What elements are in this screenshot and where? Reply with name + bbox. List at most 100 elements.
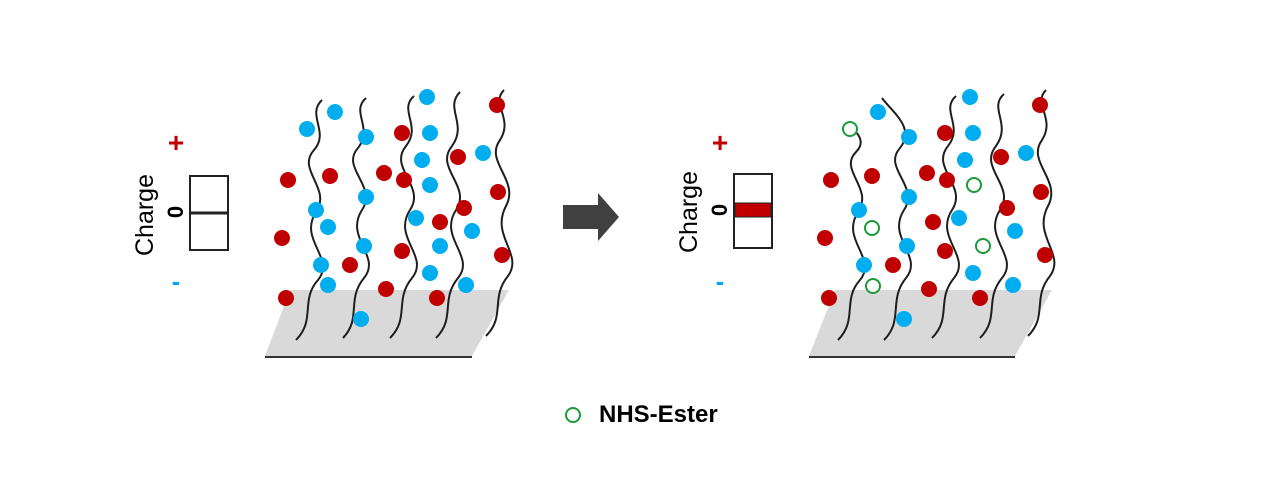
negative-charge-dot xyxy=(962,89,978,105)
negative-charge-dot xyxy=(1005,277,1021,293)
positive-charge-dot xyxy=(378,281,394,297)
positive-charge-dot xyxy=(394,243,410,259)
positive-charge-dot xyxy=(342,257,358,273)
zero-label: 0 xyxy=(163,206,188,218)
negative-charge-dot xyxy=(901,189,917,205)
positive-charge-dot xyxy=(280,172,296,188)
positive-charge-dot xyxy=(396,172,412,188)
positive-charge-dot xyxy=(921,281,937,297)
negative-groups xyxy=(851,89,1034,327)
polymer-chain xyxy=(931,95,960,339)
nhs-ester-circle-icon xyxy=(565,407,581,423)
minus-label: - xyxy=(716,266,725,296)
positive-charge-dot xyxy=(937,125,953,141)
negative-charge-dot xyxy=(353,311,369,327)
negative-charge-dot xyxy=(464,223,480,239)
negative-groups xyxy=(299,89,491,327)
negative-charge-dot xyxy=(419,89,435,105)
positive-charge-dot xyxy=(432,214,448,230)
substrate-plane xyxy=(265,290,509,356)
polymer-chain xyxy=(389,95,418,339)
legend-label: NHS-Ester xyxy=(599,401,718,428)
panel-after: Charge + - 0 xyxy=(675,89,1056,358)
legend: NHS-Ester xyxy=(565,398,718,432)
negative-charge-dot xyxy=(422,177,438,193)
negative-charge-dot xyxy=(851,202,867,218)
positive-charge-dot xyxy=(993,149,1009,165)
positive-groups xyxy=(817,97,1053,306)
polymer-chain xyxy=(435,91,464,339)
positive-charge-dot xyxy=(1037,247,1053,263)
negative-charge-dot xyxy=(299,121,315,137)
negative-charge-dot xyxy=(422,125,438,141)
positive-charge-dot xyxy=(489,97,505,113)
nhs-ester-groups xyxy=(842,121,991,294)
nhs-ester-circle-icon xyxy=(975,238,991,254)
negative-charge-dot xyxy=(356,238,372,254)
nhs-ester-circle-icon xyxy=(864,220,880,236)
negative-charge-dot xyxy=(414,152,430,168)
positive-charge-dot xyxy=(278,290,294,306)
negative-charge-dot xyxy=(432,238,448,254)
negative-charge-dot xyxy=(422,265,438,281)
positive-charge-dot xyxy=(937,243,953,259)
positive-charge-dot xyxy=(456,200,472,216)
nhs-ester-circle-icon xyxy=(865,278,881,294)
negative-charge-dot xyxy=(901,129,917,145)
nhs-ester-circle-icon xyxy=(842,121,858,137)
positive-charge-dot xyxy=(1032,97,1048,113)
charge-axis-label: Charge xyxy=(131,174,159,256)
positive-charge-dot xyxy=(919,165,935,181)
positive-charge-dot xyxy=(274,230,290,246)
positive-charge-dot xyxy=(394,125,410,141)
negative-charge-dot xyxy=(870,104,886,120)
positive-charge-dot xyxy=(823,172,839,188)
positive-charge-dot xyxy=(494,247,510,263)
positive-charge-dot xyxy=(999,200,1015,216)
polymer-chain xyxy=(485,89,514,337)
positive-charge-dot xyxy=(925,214,941,230)
negative-charge-dot xyxy=(951,210,967,226)
charge-scale: Charge + - 0 xyxy=(131,127,229,296)
positive-charge-dot xyxy=(450,149,466,165)
charge-axis-label: Charge xyxy=(675,171,703,253)
negative-charge-dot xyxy=(1007,223,1023,239)
negative-charge-dot xyxy=(358,189,374,205)
negative-charge-dot xyxy=(458,277,474,293)
positive-charge-dot xyxy=(322,168,338,184)
nhs-ester-circle-icon xyxy=(966,177,982,193)
negative-charge-dot xyxy=(965,265,981,281)
positive-groups xyxy=(274,97,510,306)
positive-charge-dot xyxy=(429,290,445,306)
negative-charge-dot xyxy=(965,125,981,141)
positive-charge-dot xyxy=(885,257,901,273)
negative-charge-dot xyxy=(313,257,329,273)
positive-charge-dot xyxy=(490,184,506,200)
negative-charge-dot xyxy=(320,219,336,235)
positive-charge-dot xyxy=(376,165,392,181)
positive-charge-dot xyxy=(817,230,833,246)
negative-charge-dot xyxy=(957,152,973,168)
charge-scale: Charge + - 0 xyxy=(675,127,773,296)
polymer-chain xyxy=(1027,89,1056,337)
negative-charge-dot xyxy=(896,311,912,327)
positive-charge-dot xyxy=(821,290,837,306)
negative-charge-dot xyxy=(856,257,872,273)
negative-charge-dot xyxy=(320,277,336,293)
negative-charge-dot xyxy=(408,210,424,226)
zero-label: 0 xyxy=(707,204,732,216)
plus-label: + xyxy=(168,127,184,158)
positive-charge-dot xyxy=(939,172,955,188)
negative-charge-dot xyxy=(327,104,343,120)
negative-charge-dot xyxy=(358,129,374,145)
minus-label: - xyxy=(172,266,181,296)
positive-charge-dot xyxy=(972,290,988,306)
negative-charge-dot xyxy=(1018,145,1034,161)
substrate-plane xyxy=(809,290,1052,356)
panel-before: Charge + - 0 xyxy=(131,89,514,358)
negative-charge-dot xyxy=(899,238,915,254)
positive-charge-dot xyxy=(864,168,880,184)
net-charge-bar xyxy=(734,202,772,218)
right-arrow-icon xyxy=(563,193,619,241)
